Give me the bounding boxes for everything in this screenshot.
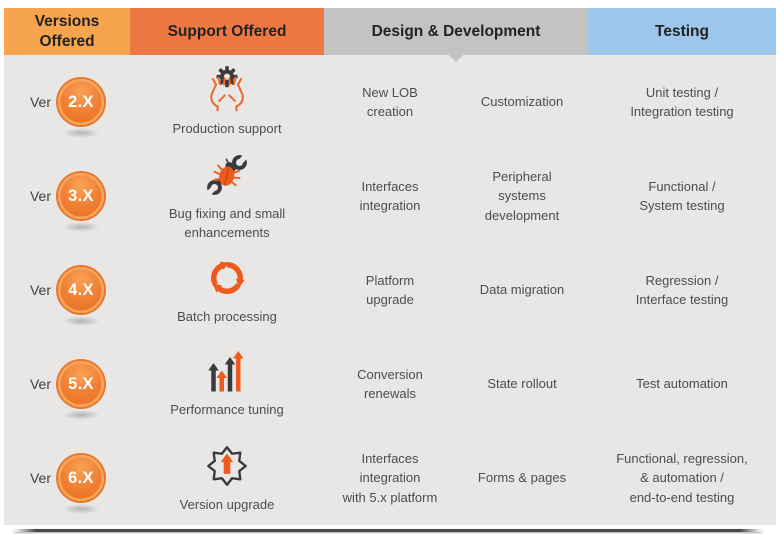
- design-dev-text: Interfaces integration with 5.x platform: [342, 450, 438, 505]
- table-row: Ver 4.X: [4, 243, 776, 337]
- design-dev-text: Customization: [480, 94, 564, 110]
- version-badge-circle: 4.X: [58, 267, 104, 313]
- header-label-testing: Testing: [655, 22, 709, 40]
- cycle-arrows-icon: [201, 253, 253, 303]
- design-header-notch: [448, 54, 464, 62]
- version-cell: Ver 4.X: [4, 243, 130, 337]
- version-badge-circle: 5.X: [58, 361, 104, 407]
- version-prefix: Ver: [29, 188, 51, 204]
- version-prefix: Ver: [29, 376, 51, 392]
- support-cell: Production support: [130, 55, 324, 149]
- testing-cell: Regression / Interface testing: [588, 243, 776, 337]
- version-badge: 3.X: [58, 173, 104, 232]
- design-dev-text: Conversion renewals: [357, 366, 423, 402]
- version-badge: 4.X: [58, 267, 104, 326]
- version-prefix: Ver: [29, 282, 51, 298]
- design-dev-item: Platform upgrade: [324, 271, 456, 310]
- version-cell: Ver 5.X: [4, 337, 130, 431]
- version-badge-circle: 2.X: [58, 79, 104, 125]
- design-dev-cell: Platform upgrade Data migration: [324, 243, 588, 337]
- table-row: Ver 5.X: [4, 337, 776, 431]
- support-cell: Performance tuning: [130, 337, 324, 431]
- star-upgrade-icon: [201, 441, 253, 491]
- design-dev-item: Conversion renewals: [324, 365, 456, 404]
- design-dev-text: Forms & pages: [477, 470, 567, 486]
- version-badge: 2.X: [58, 79, 104, 138]
- design-dev-text: New LOB creation: [362, 84, 418, 120]
- testing-text: Functional, regression, & automation / e…: [616, 450, 748, 505]
- support-cell: Batch processing: [130, 243, 324, 337]
- growth-arrows-icon: [202, 348, 252, 396]
- design-dev-item: Interfaces integration with 5.x platform: [324, 449, 456, 508]
- version-prefix: Ver: [29, 470, 51, 486]
- version-badge-circle: 3.X: [58, 173, 104, 219]
- design-dev-item: State rollout: [456, 374, 588, 394]
- design-dev-text: Peripheral systems development: [484, 168, 560, 223]
- testing-text: Regression / Interface testing: [635, 272, 729, 308]
- card-bottom-shadow: [14, 529, 762, 532]
- design-dev-cell: Interfaces integration Peripheral system…: [324, 149, 588, 243]
- header-cell-testing: Testing: [588, 8, 776, 55]
- support-cell: Bug fixing and small enhancements: [130, 149, 324, 243]
- badge-shadow: [62, 222, 100, 232]
- version-prefix: Ver: [29, 94, 51, 110]
- badge-shadow: [62, 504, 100, 514]
- support-label: Performance tuning: [170, 402, 284, 418]
- services-matrix-table: Versions Offered Support Offered Design …: [4, 8, 776, 525]
- support-cell: Version upgrade: [130, 431, 324, 525]
- design-dev-text: State rollout: [487, 376, 557, 392]
- support-label: Batch processing: [177, 309, 277, 325]
- badge-shadow: [62, 316, 100, 326]
- table-body: Ver 2.X: [4, 55, 776, 525]
- table-row: Ver 6.X: [4, 431, 776, 525]
- design-dev-cell: Conversion renewals State rollout: [324, 337, 588, 431]
- bug-wrench-icon: [201, 150, 253, 200]
- badge-shadow: [62, 128, 100, 138]
- version-cell: Ver 3.X: [4, 149, 130, 243]
- header-cell-support: Support Offered: [130, 8, 324, 55]
- testing-cell: Functional / System testing: [588, 149, 776, 243]
- support-label: Version upgrade: [179, 497, 275, 513]
- design-dev-item: Interfaces integration: [324, 177, 456, 216]
- header-label-design: Design & Development: [371, 22, 541, 40]
- hands-gear-icon: [200, 65, 254, 115]
- design-dev-text: Platform upgrade: [365, 272, 415, 308]
- design-dev-item: Customization: [456, 92, 588, 112]
- design-dev-item: Data migration: [456, 280, 588, 300]
- design-dev-text: Interfaces integration: [359, 178, 421, 214]
- testing-cell: Test automation: [588, 337, 776, 431]
- badge-shadow: [62, 410, 100, 420]
- version-badge-circle: 6.X: [58, 455, 104, 501]
- testing-cell: Functional, regression, & automation / e…: [588, 431, 776, 525]
- testing-text: Unit testing / Integration testing: [630, 84, 734, 120]
- header-cell-versions: Versions Offered: [4, 8, 130, 55]
- design-dev-cell: New LOB creation Customization: [324, 55, 588, 149]
- version-badge: 6.X: [58, 455, 104, 514]
- version-cell: Ver 6.X: [4, 431, 130, 525]
- version-badge: 5.X: [58, 361, 104, 420]
- version-cell: Ver 2.X: [4, 55, 130, 149]
- testing-text: Test automation: [636, 376, 728, 392]
- header-label-support: Support Offered: [167, 22, 287, 40]
- design-dev-text: Data migration: [479, 282, 565, 298]
- design-dev-cell: Interfaces integration with 5.x platform…: [324, 431, 588, 525]
- support-label: Production support: [172, 121, 282, 137]
- design-dev-item: Forms & pages: [456, 468, 588, 488]
- design-dev-item: Peripheral systems development: [456, 167, 588, 226]
- table-header-row: Versions Offered Support Offered Design …: [4, 8, 776, 62]
- table-row: Ver 2.X: [4, 55, 776, 149]
- design-dev-item: New LOB creation: [324, 83, 456, 122]
- testing-cell: Unit testing / Integration testing: [588, 55, 776, 149]
- header-cell-design: Design & Development: [324, 8, 588, 62]
- table-row: Ver 3.X: [4, 149, 776, 243]
- support-label: Bug fixing and small enhancements: [168, 205, 286, 241]
- testing-text: Functional / System testing: [639, 178, 725, 214]
- header-label-versions: Versions Offered: [34, 13, 100, 50]
